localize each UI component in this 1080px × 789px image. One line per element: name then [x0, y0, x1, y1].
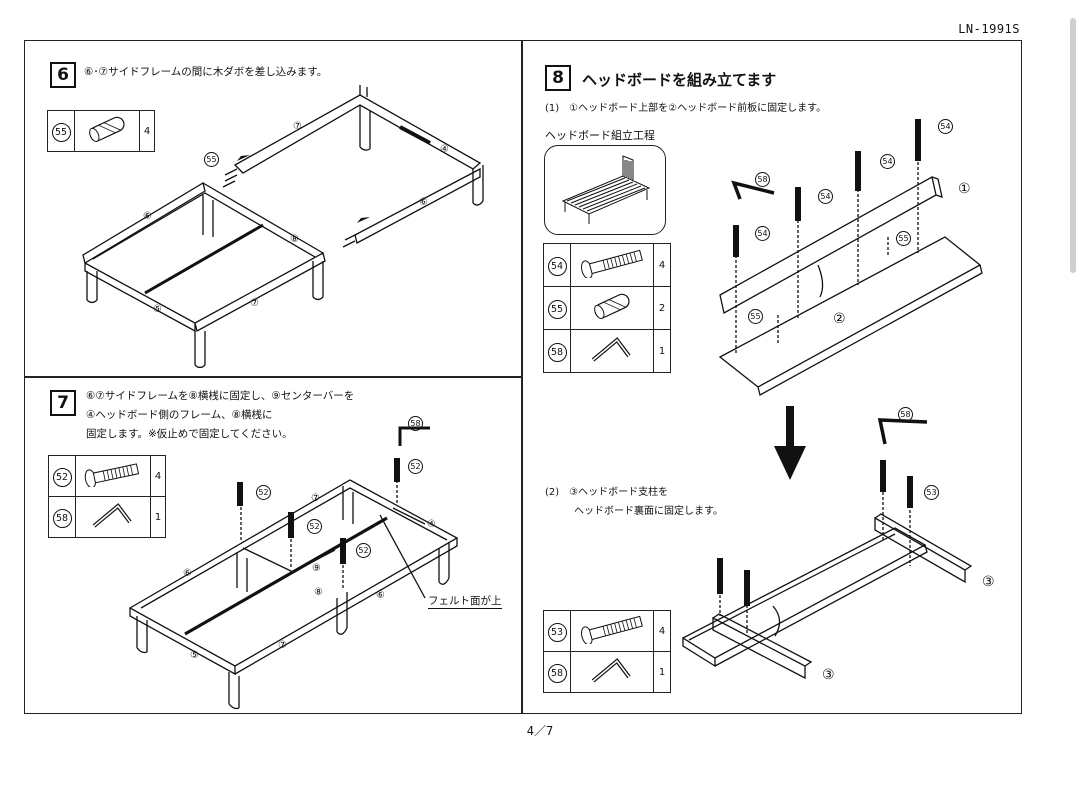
process-label: ヘッドボード組立工程: [545, 129, 655, 142]
scrollbar[interactable]: [1070, 18, 1076, 273]
label-54: 54: [755, 226, 770, 241]
label-54: 54: [880, 154, 895, 169]
hex-key-icon: [591, 337, 631, 362]
headboard-top-assembly-illustration: [718, 119, 983, 396]
label-54: 54: [938, 119, 953, 134]
parts-row: 55 4: [47, 110, 155, 152]
part-number-54: 54: [547, 257, 567, 276]
label-1: ①: [958, 181, 971, 197]
label-5: ⑤: [190, 650, 199, 661]
hex-key-icon: [92, 503, 132, 528]
label-4: ④: [427, 519, 436, 530]
label-52: 52: [356, 543, 371, 558]
step-7-parts-table: 52 4 58 1: [48, 455, 166, 538]
part-number-55: 55: [51, 123, 71, 142]
parts-row: 53 4: [543, 610, 671, 652]
step-6-instruction: ⑥･⑦サイドフレームの間に木ダボを差し込みます。: [84, 66, 328, 78]
label-8: ⑧: [314, 587, 323, 598]
label-55: 55: [896, 231, 911, 246]
label-8: ⑧: [290, 234, 299, 245]
label-55: 55: [748, 309, 763, 324]
label-7: ⑦: [311, 493, 320, 504]
step-7-instruction-line-1: ⑥⑦サイドフレームを⑧横桟に固定し、⑨センターバーを: [86, 390, 355, 402]
down-arrow-icon: [774, 406, 806, 480]
step-6-parts-table: 55 4: [47, 110, 155, 152]
hex-key-icon: [591, 658, 631, 683]
label-6: ⑥: [376, 590, 385, 601]
step-6-frame-illustration: [82, 85, 484, 369]
parts-row: 55 2: [543, 286, 671, 330]
label-2: ②: [833, 311, 846, 327]
step-8-number: 8: [545, 65, 571, 91]
label-58: 58: [755, 172, 770, 187]
label-58: 58: [408, 416, 423, 431]
dowel-icon: [89, 116, 125, 142]
step-8-title: ヘッドボードを組み立てます: [582, 71, 777, 89]
label-6: ⑥: [143, 211, 152, 222]
bolt-icon: [84, 463, 140, 489]
label-6: ⑥: [183, 568, 192, 579]
model-code: LN-1991S: [958, 22, 1020, 36]
parts-row: 58 1: [543, 329, 671, 373]
label-52: 52: [256, 485, 271, 500]
label-58: 58: [898, 407, 913, 422]
part-number-58: 58: [547, 664, 567, 683]
label-9: ⑨: [312, 563, 321, 574]
step-7-instruction-line-3: 固定します。※仮止めで固定してください。: [86, 428, 293, 440]
felt-side-callout: フェルト面が上: [428, 595, 502, 609]
bolt-icon: [581, 249, 643, 280]
bed-preview-icon: [561, 155, 651, 224]
bolt-icon: [581, 615, 643, 646]
step-7-number: 7: [50, 390, 76, 416]
parts-row: 58 1: [48, 496, 166, 538]
label-7: ⑦: [293, 121, 302, 132]
label-3: ③: [982, 574, 995, 590]
part-qty: 1: [653, 329, 671, 373]
part-number-52: 52: [52, 468, 72, 487]
part-qty: 1: [653, 651, 671, 693]
step-8-parts-table-bottom: 53 4 58 1: [543, 610, 671, 693]
step-6-number: 6: [50, 62, 76, 88]
part-number-53: 53: [547, 623, 567, 642]
step-8-sub1: (1) ①ヘッドボード上部を②ヘッドボード前板に固定します。: [545, 103, 827, 114]
parts-row: 54 4: [543, 243, 671, 287]
label-7: ⑦: [278, 640, 287, 651]
label-52: 52: [408, 459, 423, 474]
step-7-frame-illustration: [128, 426, 459, 710]
dowel-icon: [594, 293, 630, 319]
label-54: 54: [818, 189, 833, 204]
parts-row: 52 4: [48, 455, 166, 497]
label-6: ⑥: [419, 197, 428, 208]
label-52: 52: [307, 519, 322, 534]
part-number-55: 55: [547, 300, 567, 319]
step-8-sub2-line-2: ヘッドボード裏面に固定します。: [574, 506, 723, 517]
label-53: 53: [924, 485, 939, 500]
headboard-process-preview: [544, 145, 666, 235]
headboard-back-assembly-illustration: [681, 418, 973, 680]
part-qty: 4: [653, 243, 671, 287]
page-indicator: 4／7: [526, 724, 554, 738]
label-5: ⑤: [153, 304, 162, 315]
parts-row: 58 1: [543, 651, 671, 693]
label-3: ③: [822, 667, 835, 683]
step-8-parts-table-top: 54 4 55 2 58 1: [543, 243, 671, 373]
part-qty: 1: [150, 496, 166, 538]
part-number-58: 58: [547, 343, 567, 362]
step-8-sub2-line-1: (2) ③ヘッドボード支柱を: [545, 487, 669, 498]
label-4: ④: [440, 144, 449, 155]
part-number-58: 58: [52, 509, 72, 528]
part-qty: 2: [653, 286, 671, 330]
label-7: ⑦: [250, 298, 259, 309]
step-7-instruction-line-2: ④ヘッドボード側のフレーム、⑧横桟に: [86, 409, 273, 421]
part-qty: 4: [139, 110, 155, 152]
row-divider: [24, 376, 522, 378]
part-qty: 4: [653, 610, 671, 652]
label-55: 55: [204, 152, 219, 167]
